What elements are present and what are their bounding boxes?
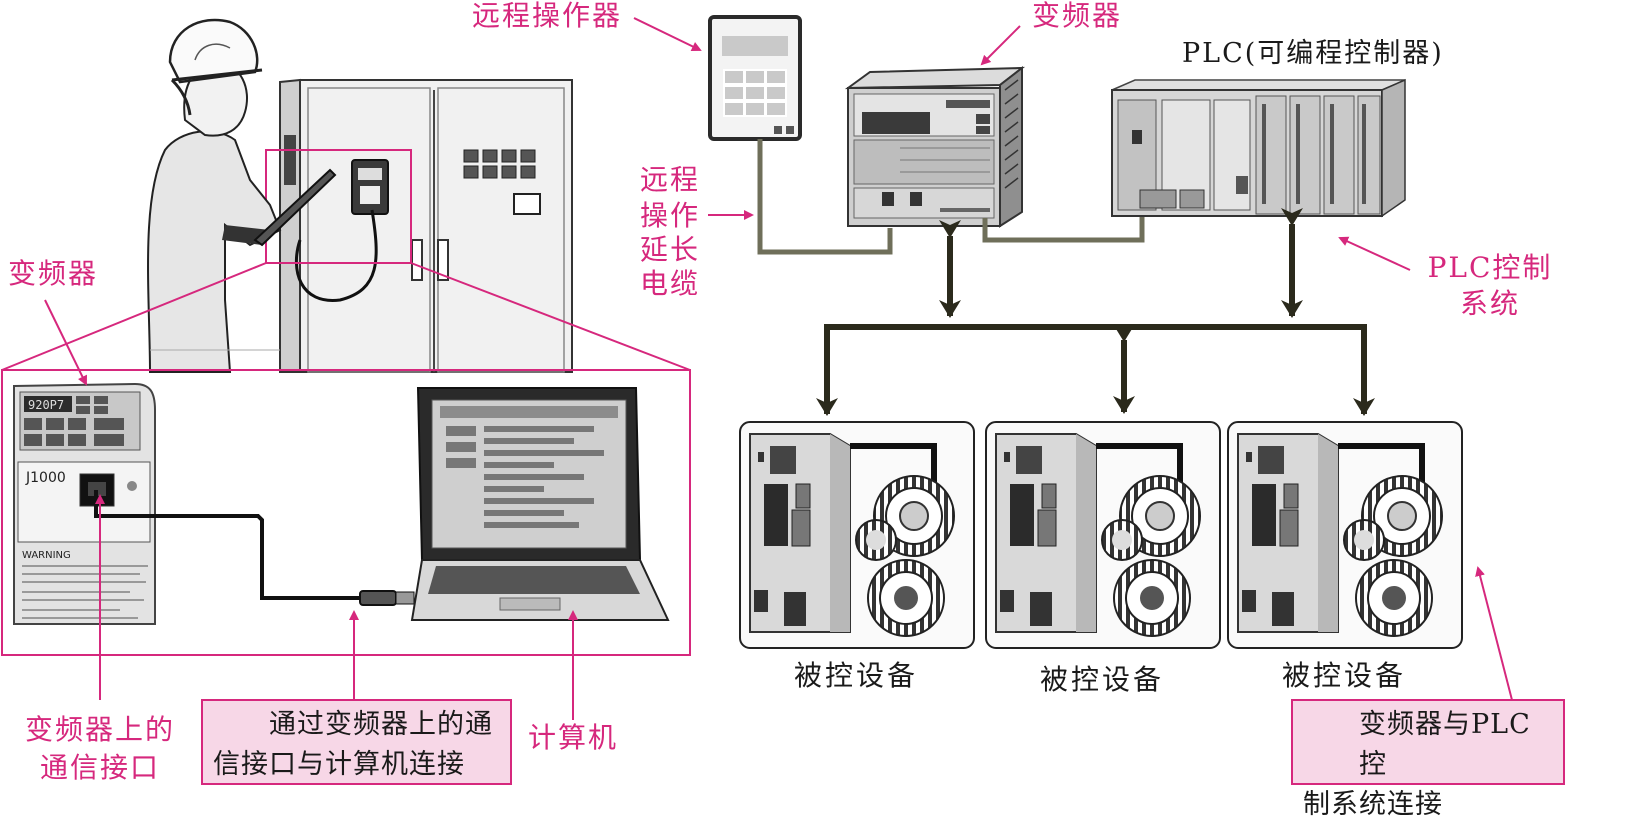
pc-note-line-1: 通过变频器上的通 — [269, 709, 493, 740]
plc-link-cable — [982, 206, 1145, 243]
plc-title-label: PLC(可编程控制器) — [1182, 38, 1444, 69]
plc-note-line-1: 变频器与PLC控 — [1359, 709, 1531, 780]
detail-frame — [1, 369, 691, 656]
plc-system-line-1: PLC控制 — [1427, 251, 1553, 284]
remote-extension-cable — [757, 139, 893, 255]
plc-unit — [1111, 78, 1406, 218]
comm-cable — [94, 490, 360, 600]
controlled-device-label-2: 被控设备 — [1040, 663, 1165, 696]
comm-port-line-2: 通信接口 — [39, 751, 160, 784]
plc-connection-note: 变频器与PLC控 制系统连接 — [1291, 699, 1565, 820]
remote-operator — [708, 15, 802, 141]
cabinet-inverter — [294, 159, 389, 302]
svg-text:WARNING: WARNING — [22, 550, 71, 561]
laptop — [410, 387, 670, 621]
remote-cable-line-4: 电缆 — [640, 267, 701, 300]
controlled-device-2 — [986, 422, 1220, 648]
controlled-device-label-3: 被控设备 — [1282, 659, 1407, 692]
remote-cable-line-1: 远程 — [640, 163, 701, 196]
controlled-device-1 — [739, 421, 975, 649]
pointer-arrows — [44, 17, 1513, 720]
inverter-unit — [844, 65, 1026, 228]
pc-connection-note: 通过变频器上的通 信接口与计算机连接 — [201, 699, 512, 785]
plc-note-line-2: 制系统连接 — [1303, 789, 1443, 820]
controlled-device-3 — [1228, 422, 1462, 648]
comm-port-line-1: 变频器上的 — [24, 713, 175, 746]
inverter-closeup: 920P7 J1000 WARNING — [13, 382, 156, 625]
controlled-device-label-1: 被控设备 — [794, 659, 919, 692]
remote-cable-line-3: 延长 — [640, 233, 701, 266]
pc-note-line-2: 信接口与计算机连接 — [213, 749, 465, 780]
computer-label: 计算机 — [528, 721, 619, 754]
remote-operator-label: 远程操作器 — [472, 0, 623, 32]
inverter-left-label: 变频器 — [8, 257, 99, 290]
control-bus — [816, 208, 1375, 416]
remote-cable-line-2: 操作 — [640, 199, 701, 232]
svg-text:920P7: 920P7 — [28, 398, 64, 412]
svg-text:J1000: J1000 — [25, 470, 66, 486]
technician — [147, 18, 337, 373]
inverter-top-label: 变频器 — [1032, 0, 1123, 32]
plc-system-line-2: 系统 — [1459, 287, 1520, 320]
electric-cabinet — [279, 78, 573, 373]
